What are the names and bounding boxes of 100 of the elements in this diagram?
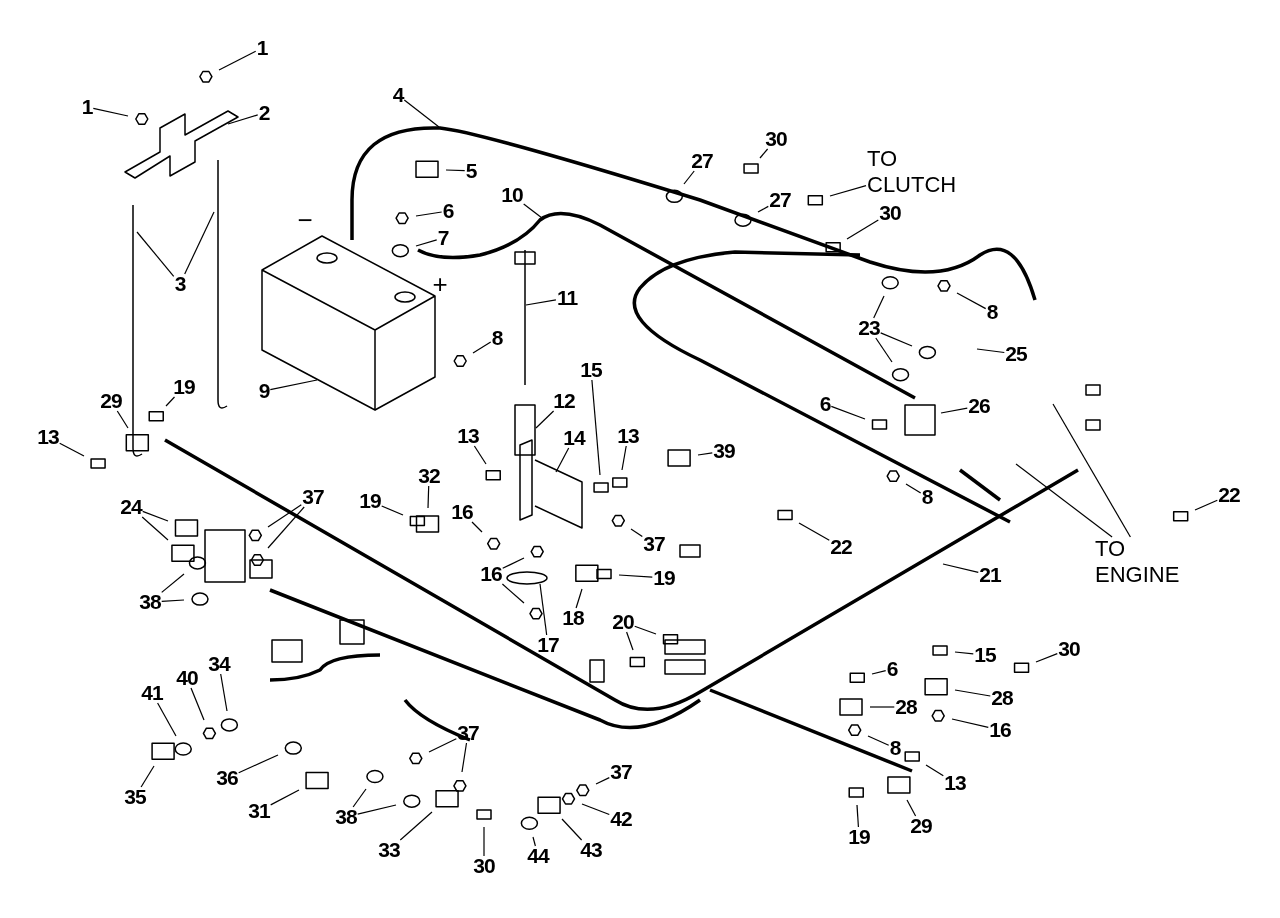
leader-line (238, 754, 279, 774)
leader-line (925, 764, 944, 777)
callout-number: 19 (653, 567, 675, 589)
leader-line (618, 574, 653, 578)
leader-line (905, 483, 922, 494)
callout-number: 13 (617, 425, 639, 447)
leader-line (427, 485, 430, 509)
callout-number: 11 (556, 287, 578, 309)
callout-number: 38 (139, 591, 161, 613)
leader-line (472, 341, 492, 354)
callout-number: 32 (418, 465, 440, 487)
leader-line (1052, 403, 1131, 538)
callout-number: 1 (81, 96, 93, 118)
callout-number: 27 (769, 189, 791, 211)
callout-number: 9 (258, 380, 270, 402)
callout-number: 29 (100, 390, 122, 412)
leader-line (501, 583, 525, 604)
leader-line (523, 203, 543, 219)
leader-line (502, 557, 525, 569)
callout-number: 33 (378, 839, 400, 861)
callout-number: 5 (465, 160, 477, 182)
leader-line (415, 239, 438, 247)
leader-line (595, 777, 610, 785)
leader-line (697, 452, 713, 456)
leader-line (634, 625, 657, 635)
callout-number: 3 (174, 273, 186, 295)
leader-line (626, 631, 634, 651)
leader-line (1015, 463, 1113, 538)
leader-line (357, 804, 397, 815)
callout-number: 8 (491, 327, 503, 349)
callout-number: 30 (879, 202, 901, 224)
callout-number: 20 (612, 611, 634, 633)
callout-number: 37 (610, 761, 632, 783)
leader-line (906, 799, 917, 817)
leader-line (220, 673, 228, 712)
leader-line (415, 211, 443, 217)
leader-line (630, 528, 643, 537)
callout-number: 8 (889, 737, 901, 759)
callout-number: 43 (580, 839, 602, 861)
callout-number: 29 (910, 815, 932, 837)
leader-line (539, 583, 548, 636)
callout-number: 1 (256, 37, 268, 59)
callout-number: 22 (830, 536, 852, 558)
callout-number: 38 (335, 806, 357, 828)
leader-line (190, 687, 205, 721)
callout-number: 8 (921, 486, 933, 508)
leader-line (683, 170, 695, 185)
leader-line (873, 295, 885, 319)
leader-line (352, 788, 367, 808)
leader-line (59, 442, 85, 457)
leader-line (846, 219, 879, 240)
leader-line (165, 396, 176, 407)
callout-number: 15 (974, 644, 996, 666)
callout-number: 30 (1058, 638, 1080, 660)
leader-line (875, 337, 893, 363)
callout-number: 25 (1005, 343, 1027, 365)
leader-line (798, 522, 830, 541)
callout-number: 8 (986, 301, 998, 323)
callout-number: 41 (141, 682, 163, 704)
leader-line (161, 573, 185, 593)
callout-number: 14 (563, 427, 585, 449)
callout-number: 16 (451, 501, 473, 523)
callout-number: 22 (1218, 484, 1240, 506)
callout-number: 31 (248, 800, 270, 822)
callout-number: 6 (442, 200, 454, 222)
callout-number: 44 (527, 845, 549, 867)
callout-number: 6 (819, 393, 831, 415)
leader-line (136, 231, 175, 277)
leader-line (473, 445, 487, 465)
leader-line (140, 765, 155, 788)
callout-number: 18 (562, 607, 584, 629)
callout-number: 36 (216, 767, 238, 789)
leader-line (856, 804, 859, 828)
callout-number: 42 (610, 808, 632, 830)
leader-line (399, 811, 433, 841)
callout-number: 21 (979, 564, 1001, 586)
callout-number: 2 (258, 102, 270, 124)
leader-line (1194, 499, 1218, 511)
leader-line (483, 826, 485, 857)
leader-line (830, 405, 866, 420)
leader-line (561, 818, 583, 841)
leader-line (954, 651, 974, 655)
callout-number: 4 (392, 84, 404, 106)
leader-line (161, 599, 185, 602)
leader-line (184, 211, 215, 275)
leader-line (942, 563, 979, 573)
leader-line (1035, 653, 1058, 663)
leader-line (269, 379, 318, 391)
leader-line (621, 445, 627, 471)
polarity-sign: + (432, 268, 448, 300)
callout-number: 37 (302, 486, 324, 508)
leader-line (267, 504, 302, 528)
leader-line (525, 299, 557, 306)
callout-number: 13 (37, 426, 59, 448)
callout-number: 19 (359, 490, 381, 512)
leader-line (116, 410, 129, 429)
leader-line (218, 50, 257, 71)
destination-label: TO ENGINE (1095, 536, 1195, 588)
leader-line (951, 718, 989, 728)
leader-line (555, 447, 570, 473)
